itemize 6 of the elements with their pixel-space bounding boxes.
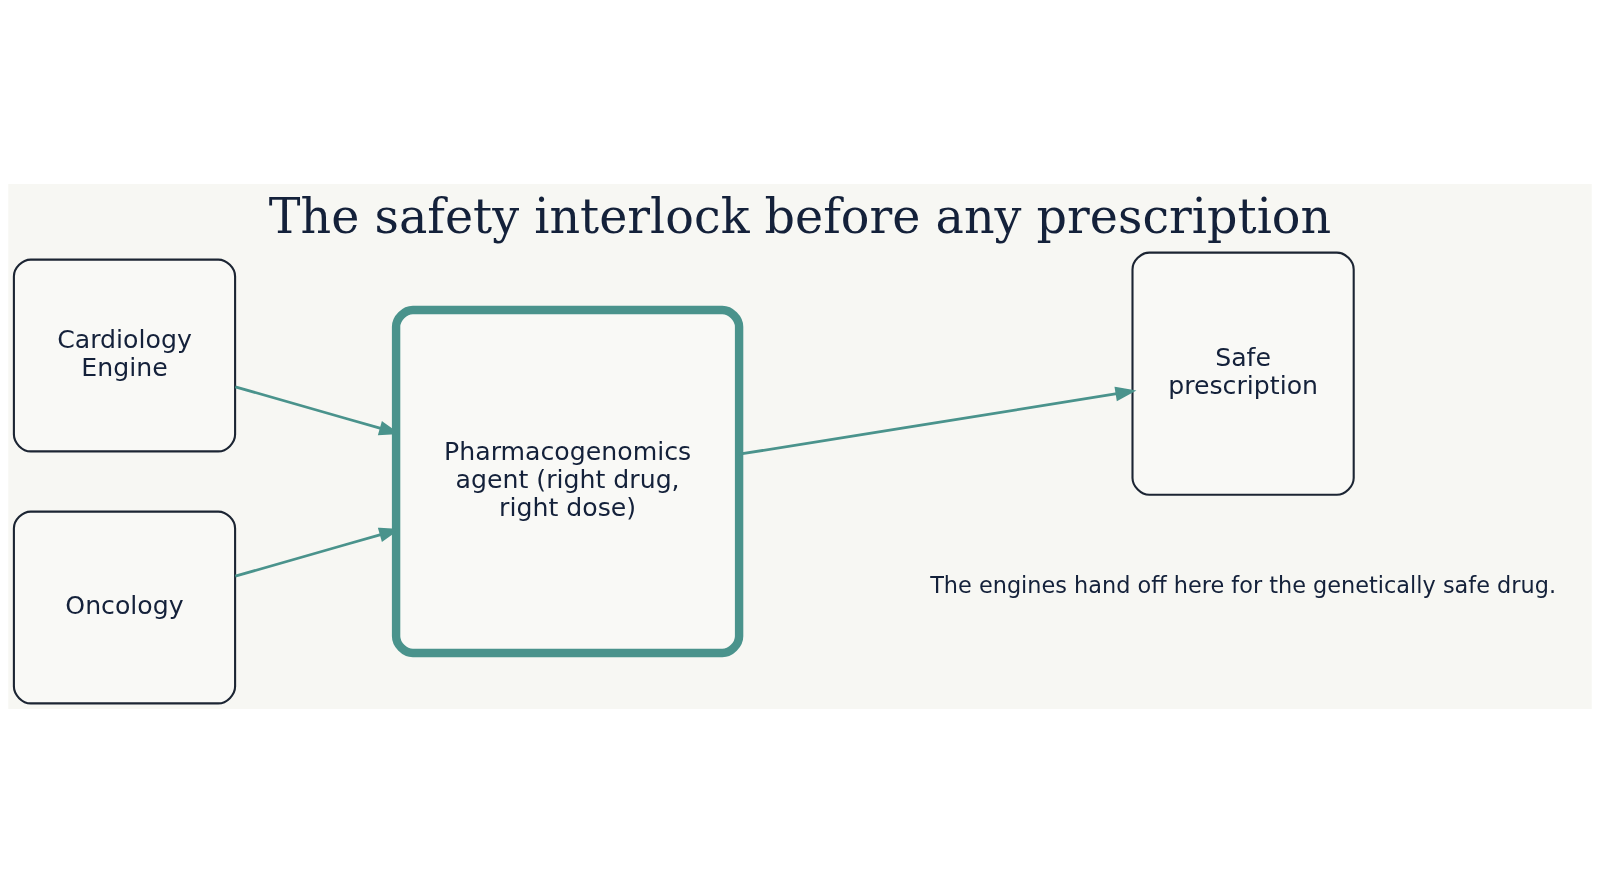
node-box: Cardiology Engine bbox=[12, 258, 237, 453]
node-box: Oncology bbox=[12, 510, 237, 705]
diagram-title: The safety interlock before any prescription bbox=[268, 189, 1332, 245]
node-box: Safe prescription bbox=[1131, 251, 1355, 496]
caption: The engines hand off here for the genetically safe drug. bbox=[930, 572, 1557, 599]
node-box: Pharmacogenomics agent (right drug, right dose) bbox=[391, 305, 744, 658]
